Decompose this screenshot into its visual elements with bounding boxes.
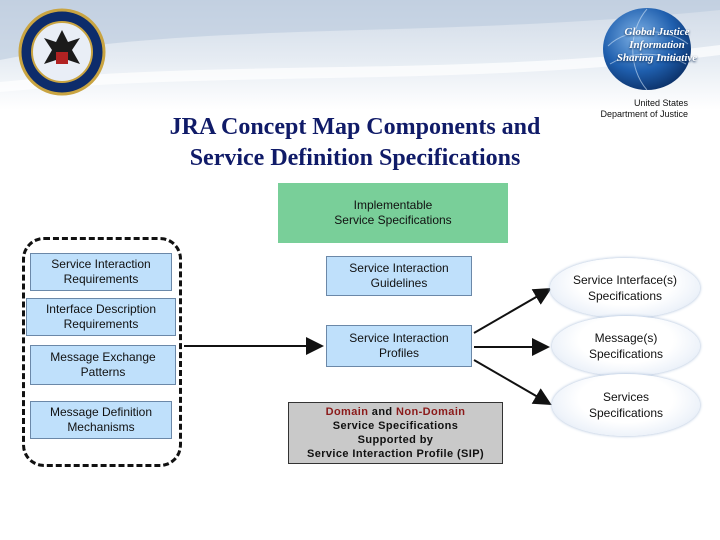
interface-description-requirements-box: Interface Description Requirements [26, 298, 176, 336]
profiles-line-2: Profiles [378, 346, 419, 360]
implementable-specs-box: Implementable Service Specifications [278, 183, 508, 243]
domain-line-1: Domain and Non-Domain [307, 405, 484, 419]
output1-line-1: Service Interface(s) [572, 273, 678, 287]
req1-line-2: Requirements [63, 272, 139, 286]
message-definition-mechanisms-box: Message Definition Mechanisms [30, 401, 172, 439]
globe-line-3: Sharing Initiative [616, 52, 698, 64]
title-line-2: Service Definition Specifications [189, 145, 521, 171]
req3-line-1: Message Exchange [50, 350, 156, 364]
page-title: JRA Concept Map Components and Service D… [120, 112, 590, 174]
domain-line-4: Service Interaction Profile (SIP) [306, 448, 485, 460]
requirements-group [22, 237, 182, 467]
arrow-profiles-to-services [473, 359, 552, 406]
req4-line-1: Message Definition [49, 405, 153, 419]
department-line-2: Department of Justice [600, 109, 688, 119]
domain-word: Domain [325, 406, 369, 418]
guidelines-line-1: Service Interaction [349, 261, 449, 275]
globe-line-1: Global Justice [624, 26, 690, 38]
message-exchange-patterns-box: Message Exchange Patterns [30, 345, 176, 385]
output2-line-1: Message(s) [594, 331, 658, 345]
department-line-1: United States [633, 98, 688, 108]
globe-icon [603, 8, 691, 91]
header-swoosh [0, 0, 720, 92]
output3-line-1: Services [602, 390, 649, 404]
department-label: United States Department of Justice [560, 98, 688, 120]
arrow-profiles-to-interface [473, 287, 552, 334]
domain-line-2: Service Specifications [332, 420, 459, 432]
service-interaction-guidelines-box: Service Interaction Guidelines [326, 256, 472, 296]
output2-line-2: Specifications [588, 347, 664, 361]
service-interaction-requirements-box: Service Interaction Requirements [30, 253, 172, 291]
service-interface-specifications-oval: Service Interface(s) Specifications [550, 258, 700, 318]
implementable-line-1: Implementable [353, 198, 433, 212]
req4-line-2: Mechanisms [67, 420, 135, 434]
title-line-1: JRA Concept Map Components and [169, 114, 541, 140]
req3-line-2: Patterns [80, 365, 126, 379]
req2-line-2: Requirements [63, 317, 139, 331]
non-domain-word: Non-Domain [396, 406, 466, 418]
domain-line-3: Supported by [357, 434, 434, 446]
doj-seal-icon [18, 8, 106, 96]
req2-line-1: Interface Description [45, 302, 157, 316]
profiles-line-1: Service Interaction [349, 331, 449, 345]
services-specifications-oval: Services Specifications [552, 374, 700, 436]
domain-specifications-box: Domain and Non-Domain Service Specificat… [288, 402, 503, 464]
message-specifications-oval: Message(s) Specifications [552, 316, 700, 376]
and-word: and [368, 406, 397, 418]
output3-line-2: Specifications [588, 406, 664, 420]
req1-line-1: Service Interaction [51, 257, 151, 271]
guidelines-line-2: Guidelines [370, 276, 428, 290]
globe-logo-text: Global Justice Information Sharing Initi… [612, 26, 702, 65]
implementable-line-2: Service Specifications [334, 213, 452, 227]
output1-line-2: Specifications [587, 289, 663, 303]
globe-line-2: Information [629, 39, 685, 51]
service-interaction-profiles-box: Service Interaction Profiles [326, 325, 472, 367]
